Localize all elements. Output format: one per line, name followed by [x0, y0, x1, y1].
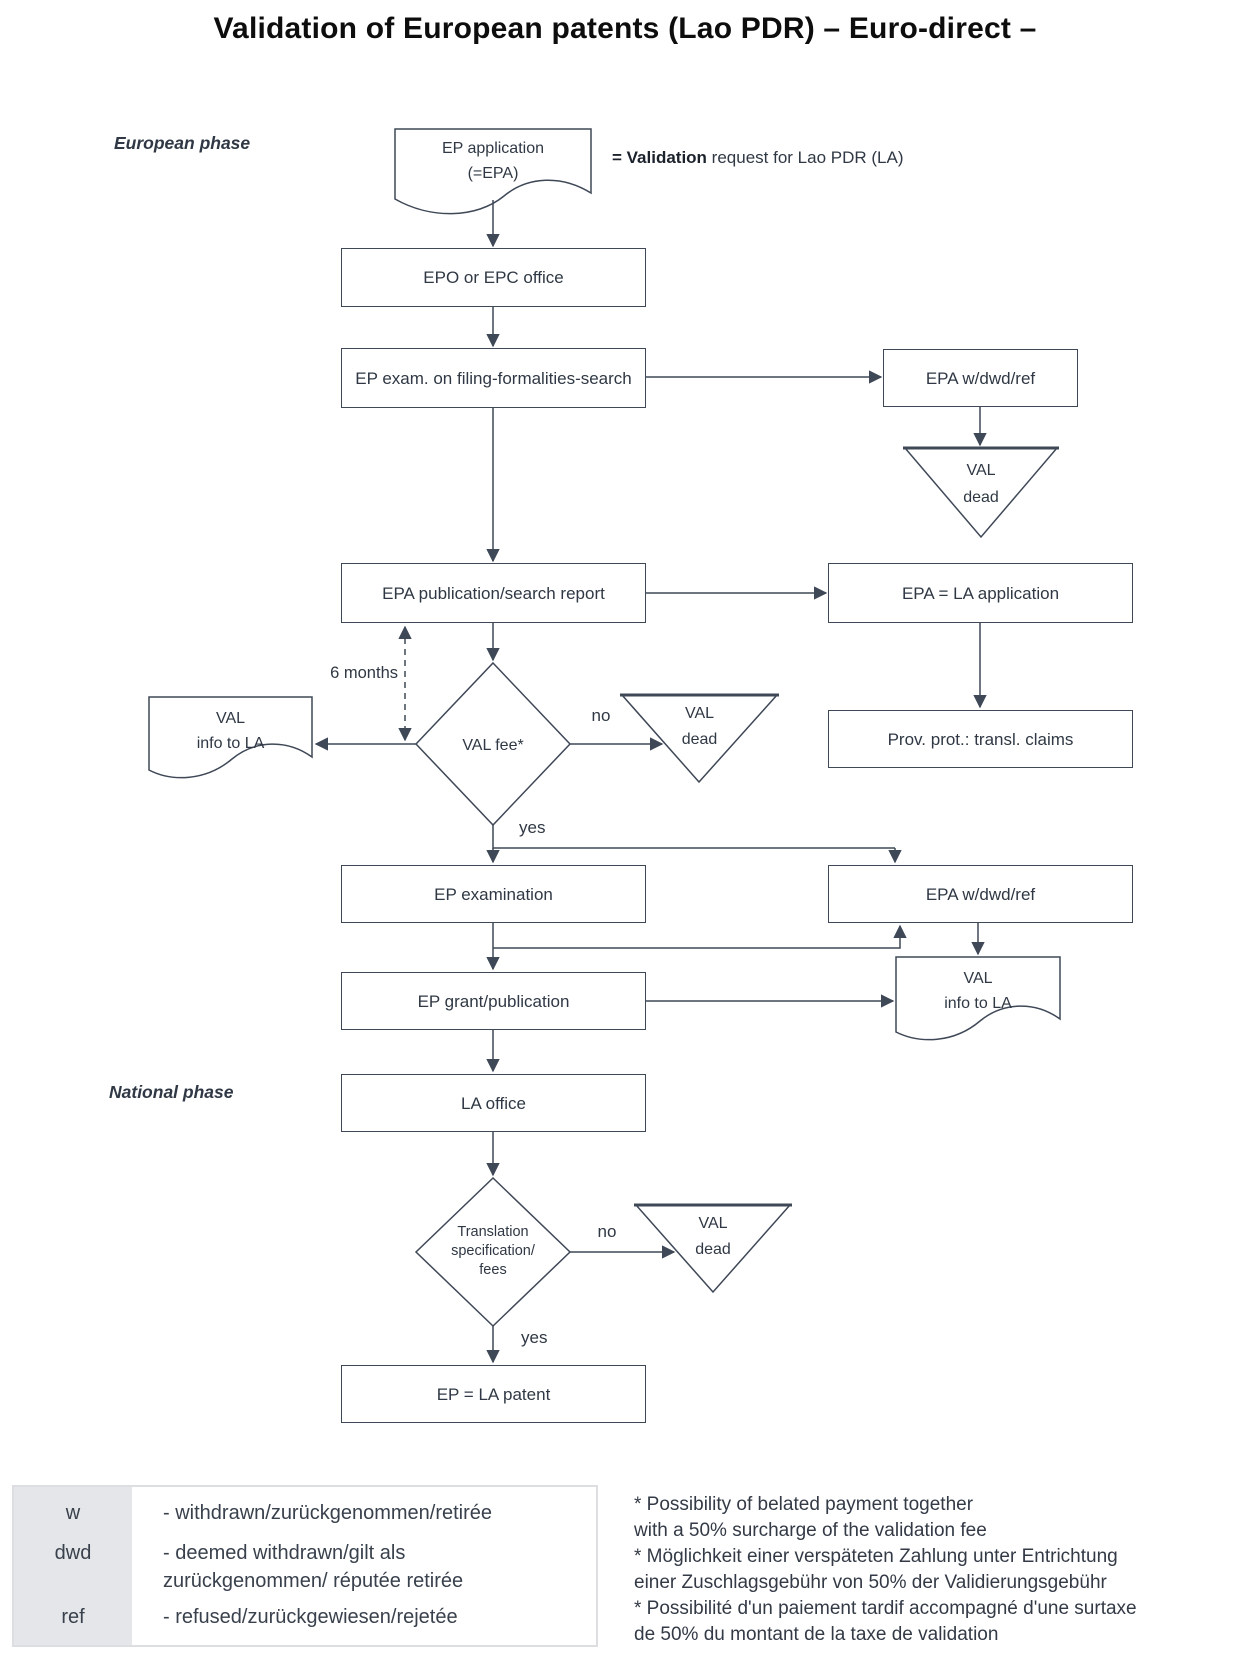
node-epo-office: EPO or EPC office: [341, 248, 646, 307]
legend-key-column: [14, 1487, 132, 1645]
node-ep-examination: EP examination: [341, 865, 646, 923]
edge-label-six-months: 6 months: [330, 664, 398, 682]
footnote-line: * Possibilité d'un paiement tardif accom…: [634, 1598, 1137, 1619]
diamond-val-fee: [414, 661, 572, 827]
document-val-info-left: [148, 696, 313, 779]
footnote-line: with a 50% surcharge of the validation f…: [634, 1520, 987, 1541]
footnote-line: de 50% du montant de la taxe de validati…: [634, 1624, 999, 1645]
legend-key: dwd: [54, 1542, 92, 1564]
annotation-bold: = Validation: [612, 148, 707, 167]
legend-table: w - withdrawn/zurückgenommen/retirée dwd…: [12, 1485, 598, 1647]
node-la-office: LA office: [341, 1074, 646, 1132]
node-ep-exam: EP exam. on filing-formalities-search: [341, 348, 646, 408]
legend-desc: - withdrawn/zurückgenommen/retirée: [163, 1502, 493, 1524]
node-epa-wdwdref-top: EPA w/dwd/ref: [883, 349, 1078, 407]
footnote-line: * Possibility of belated payment togethe…: [634, 1494, 974, 1515]
node-prov-prot: Prov. prot.: transl. claims: [828, 710, 1133, 768]
annotation-rest: request for Lao PDR (LA): [706, 148, 904, 167]
triangle-val-dead-mid: [620, 694, 779, 784]
edge-label-no-fee: no: [591, 706, 611, 725]
legend-key: w: [65, 1502, 81, 1524]
legend-row-dwd: dwd - deemed withdrawn/gilt als zurückge…: [14, 1539, 596, 1595]
legend-desc: - refused/zurückgewiesen/rejetée: [163, 1606, 458, 1628]
triangle-val-dead-top: [903, 447, 1059, 539]
label-european-phase: European phase: [114, 133, 251, 153]
triangle-val-dead-bottom: [634, 1204, 792, 1294]
legend-desc: - deemed withdrawn/gilt als zurückgenomm…: [163, 1542, 464, 1592]
node-epa-la-application: EPA = LA application: [828, 563, 1133, 623]
node-ep-la-patent: EP = LA patent: [341, 1365, 646, 1423]
footnote-line: * Möglichkeit einer verspäteten Zahlung …: [634, 1546, 1118, 1567]
footnote-line: einer Zuschlagsgebühr von 50% der Validi…: [634, 1572, 1107, 1593]
document-ep-application: [394, 128, 592, 215]
edge-label-no-translation: no: [597, 1222, 617, 1241]
legend-row-ref: ref - refused/zurückgewiesen/rejetée: [14, 1603, 596, 1631]
node-ep-grant: EP grant/publication: [341, 972, 646, 1030]
diamond-translation: [414, 1176, 572, 1328]
footnotes: * Possibility of belated payment togethe…: [634, 1492, 1234, 1648]
edge-label-yes-translation: yes: [521, 1328, 548, 1347]
legend-key: ref: [61, 1606, 85, 1628]
edge-label-yes-fee: yes: [519, 818, 546, 837]
node-epa-publication: EPA publication/search report: [341, 563, 646, 623]
document-val-info-right: [895, 956, 1061, 1041]
validation-request-annotation: = Validation request for Lao PDR (LA): [612, 148, 903, 168]
legend-row-w: w - withdrawn/zurückgenommen/retirée: [14, 1499, 596, 1527]
page-title: Validation of European patents (Lao PDR)…: [213, 12, 1037, 45]
label-national-phase: National phase: [109, 1082, 234, 1102]
node-epa-wdwdref-mid: EPA w/dwd/ref: [828, 865, 1133, 923]
